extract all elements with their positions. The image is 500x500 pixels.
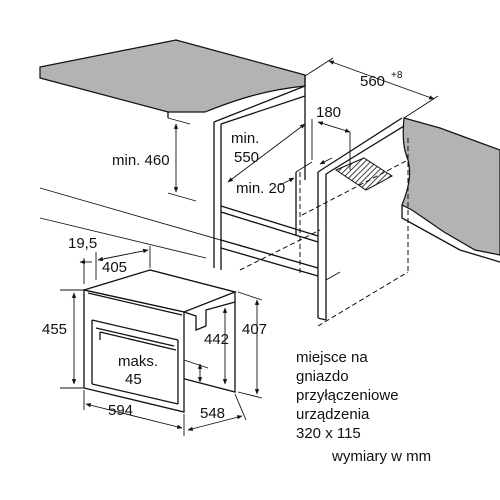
dim-180: 180 [316, 104, 341, 121]
note-line2: gniazdo [296, 368, 349, 385]
dim-min-460: min. 460 [112, 152, 170, 169]
right-countertop [401, 117, 500, 263]
dim-19-5: 19,5 [68, 235, 97, 252]
dim-455: 455 [42, 321, 67, 338]
dim-594: 594 [108, 402, 133, 419]
note-line4: urządzenia [296, 406, 370, 423]
dim-min-550-line2: 550 [234, 149, 259, 166]
floor-lines [39, 187, 341, 281]
hidden-lines [239, 138, 409, 327]
socket-note: miejsce na gniazdo przyłączeniowe urządz… [296, 349, 431, 465]
dim-560: 560 [360, 73, 385, 90]
note-line5: 320 x 115 [296, 425, 361, 442]
dim-maks-line1: maks. [118, 353, 158, 370]
units-label: wymiary w mm [331, 448, 431, 465]
oven-unit [81, 269, 238, 413]
note-line1: miejsce na [296, 349, 368, 366]
cabinet-right-panel [295, 117, 405, 321]
dim-min-550-line1: min. [231, 130, 259, 147]
note-line3: przyłączeniowe [296, 387, 399, 404]
dim-407: 407 [242, 321, 267, 338]
left-countertop [39, 39, 306, 118]
dim-548: 548 [200, 405, 225, 422]
dim-560-tolerance: +8 [391, 70, 403, 81]
dimension-lines: 560 +8 180 min. 550 min. 460 min. 20 19,… [42, 57, 439, 436]
dim-442: 442 [204, 331, 229, 348]
dim-min-20: min. 20 [236, 180, 285, 197]
dim-maks-line2: 45 [125, 371, 142, 388]
dim-405: 405 [102, 259, 127, 276]
cabinet-left-panel [213, 75, 306, 270]
